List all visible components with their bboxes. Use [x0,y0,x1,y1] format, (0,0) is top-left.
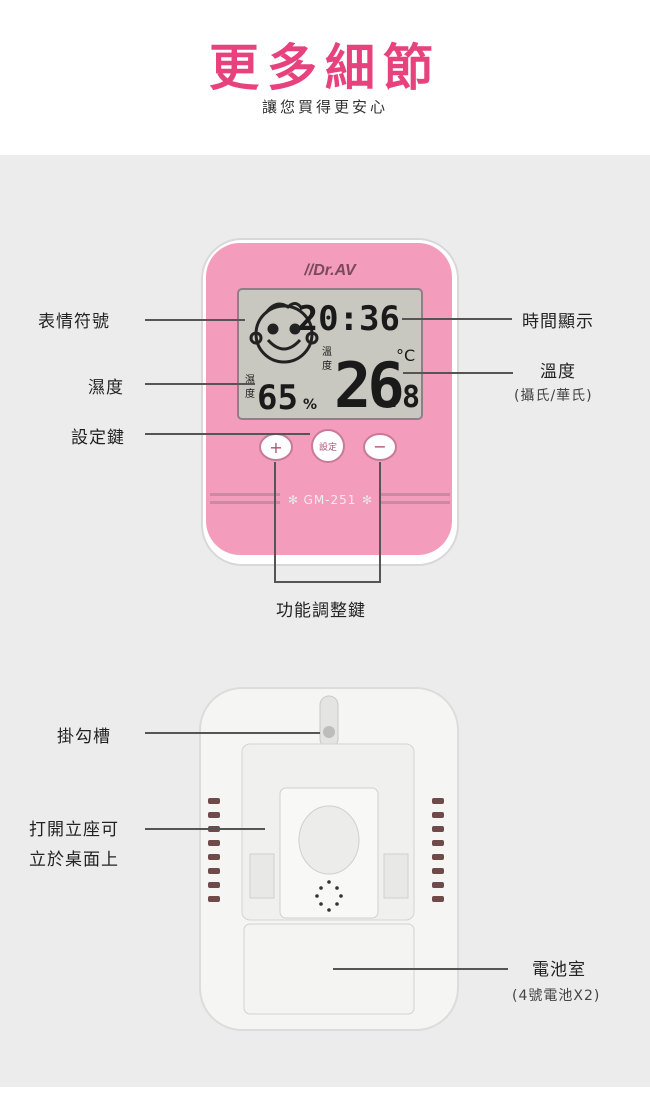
temperature-unit: °C [396,346,415,365]
snowflake-icon: ✻ [288,493,298,507]
callout-face: 表情符號 [38,312,110,332]
smiley-face-icon [249,302,319,364]
temp-label-bottom: 度 [322,359,332,372]
svg-text:−: − [373,437,386,456]
model-label: GM-251 [304,493,357,507]
temp-label-top: 溫 [322,346,332,358]
callout-hook: 掛勾槽 [57,727,111,747]
callout-stand-line2: 立於桌面上 [29,850,119,870]
svg-text:設定: 設定 [319,441,337,453]
humidity-unit: % [303,397,317,413]
callout-line-face [145,319,245,321]
callout-time: 時間顯示 [522,312,594,332]
snowflake-icon: ✻ [362,493,372,507]
set-button[interactable]: 設定 [311,429,345,463]
callout-adjust-keys: 功能調整鍵 [276,601,366,621]
temperature-decimal: .8 [384,380,420,415]
callout-line-battery [333,968,508,970]
hook-slot [319,695,339,749]
callout-line-temperature [403,372,513,374]
callout-battery: 電池室 [532,960,586,980]
page-subtitle: 讓您買得更安心 [261,98,388,116]
callout-line-adjust-left [274,462,276,583]
callout-line-hook [145,732,320,734]
front-device-image: //Dr.AV 20:36 溫 度 濕 度 26 .8 °C 65 % + 設定… [201,238,459,566]
callout-set-key: 設定鍵 [71,428,125,448]
callout-line-stand [145,828,265,830]
minus-button[interactable]: − [363,433,397,461]
plus-button[interactable]: + [259,433,293,461]
callout-line-humidity [145,383,255,385]
callout-line-set-key [145,433,310,435]
callout-humidity: 濕度 [88,378,124,398]
svg-text:+: + [269,438,282,457]
page-title: 更多細節 [209,39,441,97]
callout-line-adjust-right [379,462,381,583]
callout-line-adjust-bottom [274,581,381,583]
callout-battery-sub: (4號電池X2) [512,988,601,1004]
callout-temperature-sub: (攝氏/華氏) [514,388,593,404]
time-display: 20:36 [298,299,400,339]
humidity-label-bottom: 度 [245,387,255,400]
humidity-label-top: 濕 [245,373,255,386]
back-device-image [199,687,459,1031]
callout-stand-line1: 打開立座可 [29,820,119,840]
humidity-value: 65 [257,378,298,418]
callout-temperature: 溫度 [540,362,576,382]
temperature-value: 26 [334,349,401,422]
callout-line-time [402,318,512,320]
brand-logo: //Dr.AV [303,262,357,279]
